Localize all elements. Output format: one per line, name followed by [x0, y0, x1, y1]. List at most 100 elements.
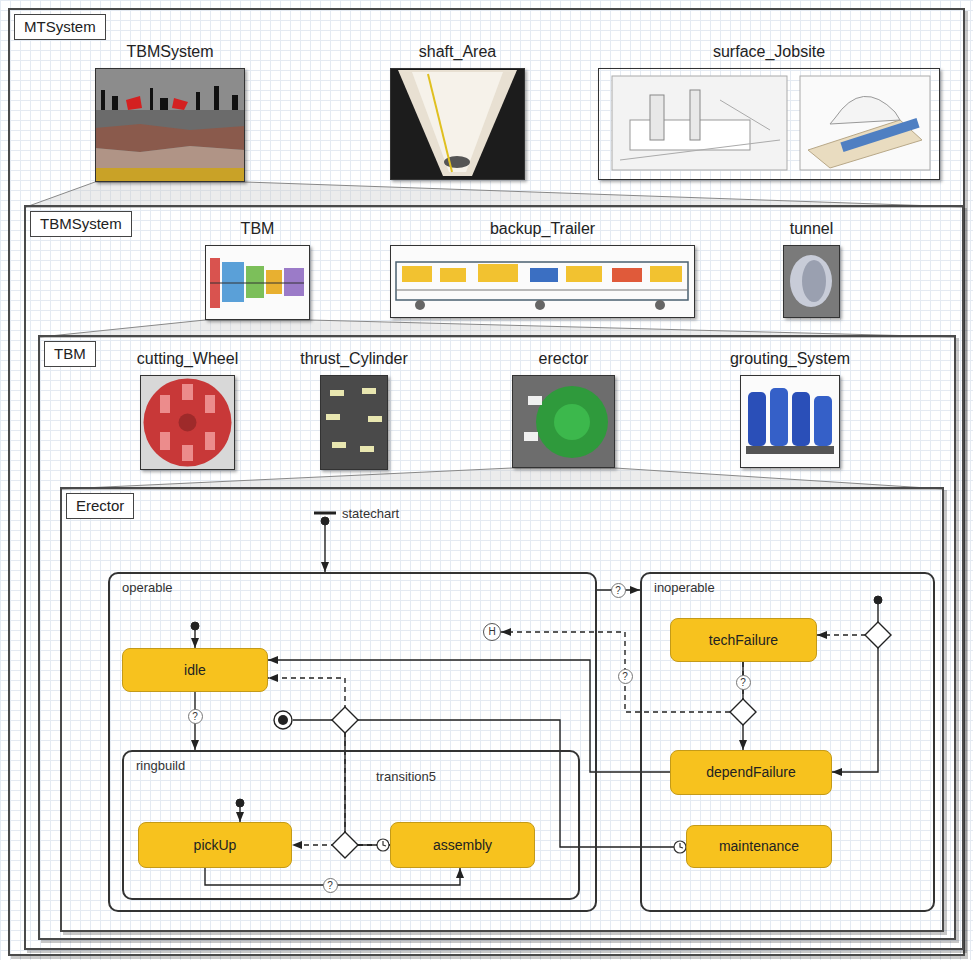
tbm-system-picture	[95, 146, 245, 170]
branch-diamond	[865, 622, 891, 648]
thrust-cylinder-picture	[332, 442, 346, 448]
backup-trailer-picture	[440, 268, 466, 282]
state-name: techFailure	[709, 632, 778, 649]
backup-trailer-picture	[390, 245, 695, 318]
erector-picture	[512, 375, 615, 468]
jobsite-picture	[612, 76, 930, 170]
cutting-wheel-picture	[140, 375, 235, 470]
guard-marker: ?	[611, 583, 626, 598]
component-image: surface_Jobsite	[598, 68, 940, 180]
backup-trailer-picture	[402, 266, 432, 282]
erector-picture	[512, 375, 615, 468]
final-state	[278, 715, 288, 725]
grouting-system-picture	[740, 375, 840, 468]
state-name: inoperable	[654, 580, 715, 596]
initial-state	[314, 512, 336, 515]
shaft-picture	[428, 74, 452, 172]
backup-trailer-picture	[396, 290, 688, 291]
tbm-system-picture	[196, 92, 200, 110]
tbm-picture	[284, 268, 304, 296]
cutting-wheel-picture	[144, 379, 232, 467]
cutting-wheel-picture	[179, 414, 197, 432]
panel-title: MTSystem	[14, 14, 106, 40]
state-box: pickUp	[138, 822, 292, 868]
initial-state	[194, 630, 195, 648]
tbm-picture	[205, 245, 310, 320]
final-state	[274, 711, 292, 729]
component-name: surface_Jobsite	[713, 42, 825, 61]
component-image: shaft_Area	[390, 68, 525, 180]
thrust-cylinder-picture	[326, 414, 340, 420]
jobsite-picture	[612, 76, 787, 170]
tbm-picture	[246, 266, 264, 298]
composite-state: inoperabletechFailuredependFailuremainte…	[640, 572, 935, 912]
thrust-cylinder-picture	[330, 390, 344, 396]
branch-line	[832, 648, 878, 772]
grouting-system-picture	[748, 392, 766, 446]
initial-state	[236, 799, 244, 807]
backup-trailer-picture	[478, 264, 518, 282]
jobsite-picture	[690, 90, 700, 140]
backup-trailer-picture	[415, 300, 425, 310]
branch-line	[293, 719, 333, 720]
component-image: grouting_System	[740, 375, 840, 468]
backup-trailer-picture	[655, 300, 665, 310]
component-image: backup_Trailer	[390, 245, 695, 318]
component-name: TBMSystem	[126, 42, 213, 61]
state-name: idle	[184, 662, 206, 679]
component-name: cutting_Wheel	[137, 349, 238, 368]
backup-trailer-picture	[566, 266, 602, 282]
tunnel-picture	[802, 260, 826, 302]
initial-state	[191, 622, 199, 630]
shaft-picture	[390, 68, 525, 180]
branch-diamond	[332, 832, 358, 858]
state-box: dependFailure	[670, 750, 832, 795]
tbm-system-picture	[172, 98, 188, 110]
state-name: dependFailure	[706, 764, 796, 781]
thrust-cylinder-picture	[320, 375, 388, 470]
tbm-system-picture	[95, 110, 245, 182]
erector-picture	[524, 432, 538, 441]
tbm-picture	[205, 245, 310, 320]
tunnel-picture	[783, 245, 840, 318]
transition-arrow	[268, 678, 390, 845]
tbm-system-picture	[150, 88, 153, 110]
guard-marker: ?	[618, 669, 633, 684]
initial-state	[239, 807, 240, 822]
system-panel: TBMcutting_Wheelthrust_Cylindererectorgr…	[38, 335, 956, 940]
grouting-system-picture	[814, 396, 832, 446]
state-name: assembly	[433, 837, 492, 854]
cutting-wheel-picture	[182, 445, 193, 461]
component-name: tunnel	[790, 219, 834, 238]
state-box: assembly	[390, 822, 535, 868]
tbm-picture	[266, 270, 282, 294]
thrust-cylinder-picture	[320, 375, 388, 470]
timeout-clock	[680, 843, 683, 848]
tbm-system-picture	[95, 124, 245, 152]
system-panel: MTSystemTBMSystem shaft_Area surface_Jobsi…	[8, 8, 965, 956]
component-name: grouting_System	[730, 349, 850, 368]
transition-arrow	[268, 660, 670, 772]
cutting-wheel-picture	[182, 384, 193, 400]
tunnel-picture	[783, 245, 840, 318]
grouting-system-picture	[792, 392, 810, 446]
component-name: backup_Trailer	[490, 219, 595, 238]
statechart-name: statechart	[342, 506, 399, 522]
cutting-wheel-picture	[205, 432, 215, 450]
cutting-wheel-picture	[140, 375, 235, 470]
shaft-picture	[390, 68, 525, 180]
tbm-system-picture	[95, 168, 245, 182]
composite-state: operableidleHringbuildpickUpassembly	[108, 572, 597, 912]
state-box: idle	[122, 648, 268, 692]
tbm-system-picture	[232, 95, 238, 110]
erector-picture	[528, 396, 542, 405]
cutting-wheel-picture	[205, 395, 215, 413]
tbm-system-picture	[95, 68, 245, 182]
branch-line	[817, 634, 866, 635]
thrust-cylinder-picture	[360, 446, 374, 452]
jobsite-picture	[720, 100, 770, 130]
timeout-clock	[674, 841, 686, 853]
